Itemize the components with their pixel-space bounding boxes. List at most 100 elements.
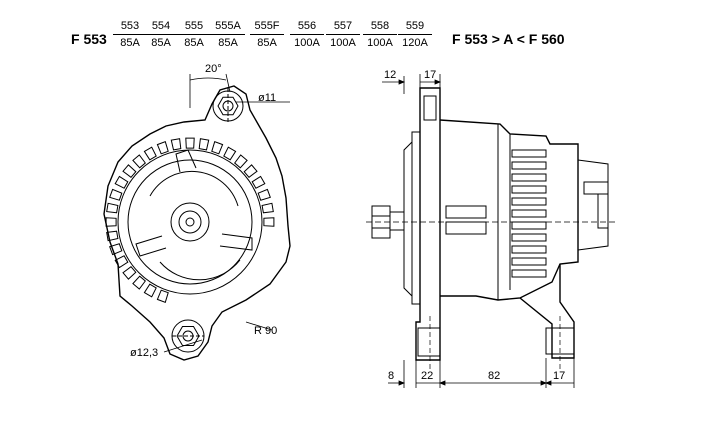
cooling-fin <box>511 173 547 182</box>
cooling-slot <box>263 217 275 227</box>
spoke-left <box>135 235 167 257</box>
leader-line <box>245 321 273 331</box>
cooling-slot <box>156 141 169 155</box>
radius-label: R 90 <box>254 325 277 337</box>
spoke-right <box>219 233 253 251</box>
hole-diameter-bottom: ø12,3 <box>130 347 158 359</box>
cooling-fin <box>511 269 547 278</box>
hub-inner <box>178 210 202 234</box>
main-body <box>439 119 579 301</box>
variant-rating: 100A <box>294 37 320 49</box>
hole-diameter-top: ø11 <box>258 92 276 104</box>
front-bracket-foot <box>417 327 441 357</box>
vent-window <box>445 221 487 235</box>
cooling-fin <box>511 257 547 266</box>
variant-rating: 100A <box>330 37 356 49</box>
bottom-mount-nut <box>176 326 200 346</box>
spoke-top <box>175 149 197 173</box>
variant-rating: 120A <box>402 37 428 49</box>
variant-553: 553 85A <box>113 20 147 50</box>
variant-model: 559 <box>398 20 432 35</box>
model-range: F 553 > A < F 560 <box>452 31 565 47</box>
variant-559: 559 120A <box>398 20 432 50</box>
variant-rating: 85A <box>257 37 277 49</box>
cooling-fin <box>511 161 547 170</box>
cooling-slot <box>211 141 224 155</box>
side-dimensions <box>382 74 575 388</box>
cooling-slot <box>109 243 123 256</box>
housing-ring-inner <box>127 159 253 285</box>
variant-model: 555F <box>250 20 284 35</box>
dimension-label: 82 <box>488 370 500 382</box>
arrow-head <box>544 380 552 386</box>
shaft <box>389 211 405 231</box>
housing-outline <box>103 85 291 361</box>
fan-disc <box>411 131 421 305</box>
variant-rating: 85A <box>184 37 204 49</box>
variant-rating: 85A <box>218 37 238 49</box>
terminal <box>597 193 609 229</box>
cooling-slot <box>251 175 266 189</box>
cooling-slot <box>109 188 123 201</box>
header: F 553 553 85A 554 85A 555 85A 555A 85A 5… <box>0 0 725 60</box>
cooling-fin <box>511 149 547 158</box>
cooling-slot <box>257 188 271 201</box>
cooling-slot <box>198 138 210 151</box>
cooling-slot <box>122 266 137 280</box>
cooling-slot <box>261 202 274 214</box>
inner-arc <box>149 170 239 207</box>
dimension-label: 17 <box>424 69 436 81</box>
arrow-head <box>434 79 442 85</box>
cooling-fin <box>511 245 547 254</box>
arrow-head <box>540 380 548 386</box>
front-bracket-detail <box>423 95 437 121</box>
arrow-head <box>438 380 446 386</box>
dimension-label: 17 <box>553 370 565 382</box>
cooling-fin <box>511 185 547 194</box>
cooling-slot <box>223 146 237 161</box>
variant-rating: 85A <box>120 37 140 49</box>
cooling-slot <box>132 154 146 169</box>
variant-555: 555 85A <box>177 20 211 50</box>
front-view <box>103 85 291 361</box>
cooling-fin <box>511 221 547 230</box>
cooling-slot <box>170 138 182 151</box>
inner-arc-lower <box>159 259 241 281</box>
cooling-slot <box>114 255 129 269</box>
rear-bracket <box>519 264 575 359</box>
fan-plate <box>403 140 413 298</box>
arrow-head <box>398 380 406 386</box>
cooling-slot <box>122 164 137 178</box>
variant-555a: 555A 85A <box>211 20 245 50</box>
dimension-label: 12 <box>384 69 396 81</box>
cooling-slot <box>143 146 157 161</box>
variant-rating: 100A <box>367 37 393 49</box>
variant-554: 554 85A <box>144 20 178 50</box>
cooling-slot <box>143 283 157 298</box>
hub-bore <box>185 217 195 227</box>
cooling-fin <box>511 197 547 206</box>
variant-model: 554 <box>144 20 178 35</box>
variant-555f: 555F 85A <box>250 20 284 50</box>
cooling-slot <box>132 275 146 290</box>
dimension-label: 22 <box>421 370 433 382</box>
cooling-fin <box>511 233 547 242</box>
housing-ring <box>117 149 263 295</box>
shaft-nut <box>371 205 391 239</box>
angle-arc <box>189 77 227 81</box>
front-dimensions <box>163 73 290 353</box>
model-title: F 553 <box>71 31 107 47</box>
variant-model: 556 <box>290 20 324 35</box>
cooling-slot <box>114 175 129 189</box>
variant-rating: 85A <box>151 37 171 49</box>
cooling-slot <box>106 230 119 242</box>
leader-line <box>163 339 203 353</box>
connector <box>583 181 609 195</box>
cooling-fin <box>511 209 547 218</box>
variant-model: 557 <box>326 20 360 35</box>
variant-model: 553 <box>113 20 147 35</box>
extension-line <box>225 73 231 93</box>
top-mount-nut <box>217 96 239 116</box>
variant-model: 555 <box>177 20 211 35</box>
